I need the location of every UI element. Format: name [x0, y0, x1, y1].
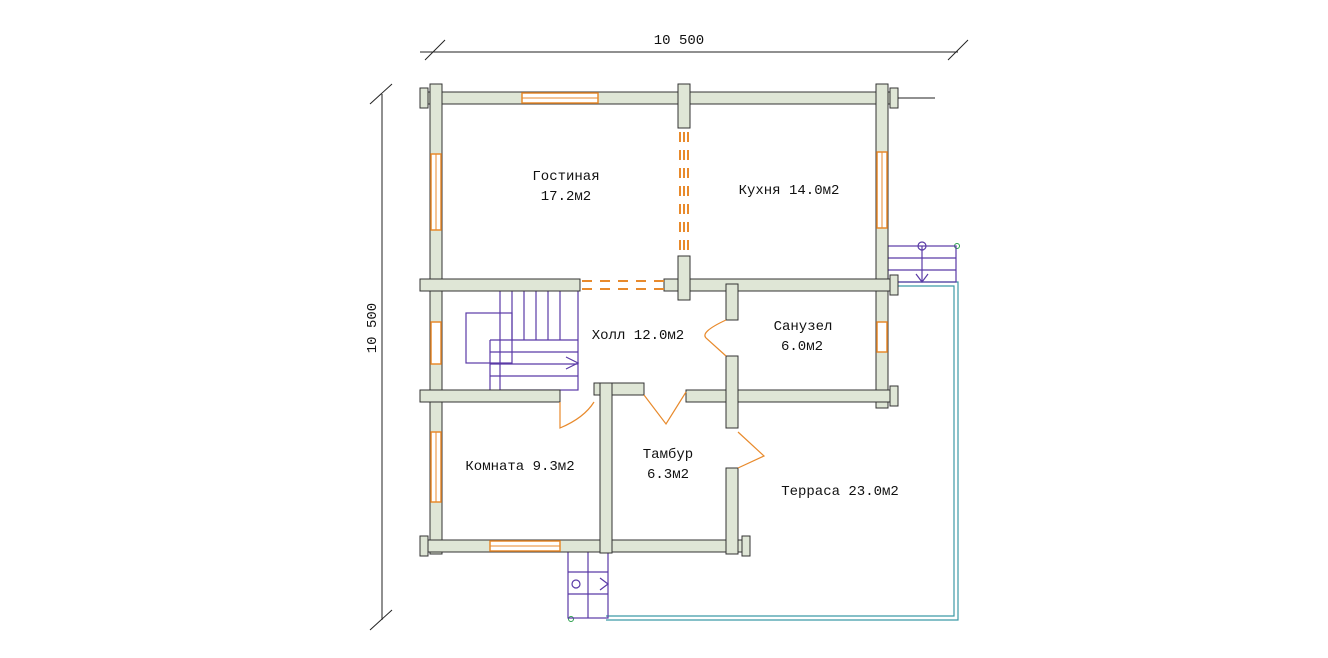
- open-passages: [582, 132, 689, 290]
- dimension-left: 10 500: [365, 83, 393, 631]
- doors: [559, 319, 766, 469]
- window-hall-left: [430, 321, 442, 365]
- dimension-height-label: 10 500: [365, 303, 381, 353]
- room-terrace-label: Терраса 23.0м2: [781, 484, 899, 500]
- room-hall-label: Холл 12.0м2: [592, 328, 684, 344]
- terrace-railing: [568, 243, 960, 622]
- window-bathroom-right: [876, 321, 888, 353]
- room-bathroom-name: Санузел: [774, 319, 833, 335]
- terrace-steps-right: [887, 241, 957, 283]
- entrance-steps: [567, 549, 609, 619]
- room-living-area: 17.2м2: [541, 189, 591, 205]
- windows: [430, 92, 888, 552]
- room-labels: Гостиная 17.2м2 Кухня 14.0м2 Холл 12.0м2…: [465, 169, 898, 500]
- room-vestibule-area: 6.3м2: [647, 467, 689, 483]
- room-bedroom-label: Комната 9.3м2: [465, 459, 574, 475]
- room-kitchen-label: Кухня 14.0м2: [739, 183, 840, 199]
- room-vestibule-name: Тамбур: [643, 446, 693, 463]
- room-living-name: Гостиная: [532, 169, 599, 185]
- room-bathroom-area: 6.0м2: [781, 339, 823, 355]
- interior-staircase: [465, 289, 580, 391]
- dimension-top: 10 500: [420, 33, 969, 61]
- dimension-width-label: 10 500: [654, 33, 704, 49]
